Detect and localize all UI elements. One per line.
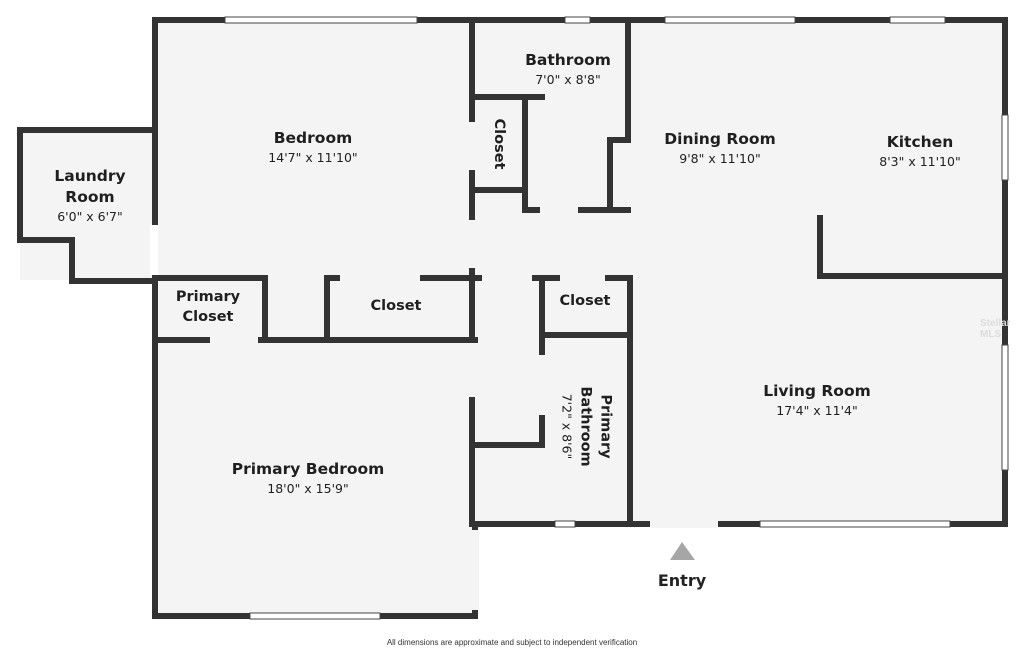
- room-name: Bedroom: [273, 129, 353, 147]
- room-dimensions: 6'0" x 6'7": [57, 209, 123, 224]
- room-dimensions: 7'0" x 8'8": [535, 72, 601, 87]
- room-name: Living Room: [763, 382, 871, 400]
- room-label-kitchen: Kitchen 8'3" x 11'10": [860, 132, 980, 170]
- watermark: Stellar MLS: [980, 318, 1011, 340]
- room-label-primary-bathroom: Primary Bathroom 7'2" x 8'6": [559, 372, 616, 482]
- room-name: Kitchen: [886, 133, 954, 151]
- room-label-closet-right: Closet: [545, 291, 625, 311]
- room-label-primary-bedroom: Primary Bedroom 18'0" x 15'9": [218, 459, 398, 497]
- room-dimensions: 18'0" x 15'9": [267, 481, 349, 496]
- room-label-primary-closet: Primary Closet: [160, 287, 256, 327]
- room-name: Primary Closet: [175, 289, 241, 325]
- room-name: Closet: [370, 298, 422, 314]
- room-name: Laundry Room: [54, 167, 126, 206]
- room-label-bedroom: Bedroom 14'7" x 11'10": [233, 128, 393, 166]
- room-label-closet-mid: Closet: [346, 296, 446, 316]
- room-label-living: Living Room 17'4" x 11'4": [737, 381, 897, 419]
- room-label-laundry: Laundry Room 6'0" x 6'7": [30, 166, 150, 225]
- room-name: Closet: [491, 118, 507, 170]
- room-name: Primary Bathroom: [577, 386, 614, 467]
- room-label-dining: Dining Room 9'8" x 11'10": [640, 129, 800, 167]
- floor-areas: [20, 20, 1005, 616]
- room-name: Bathroom: [525, 51, 611, 69]
- room-name: Primary Bedroom: [231, 460, 385, 478]
- disclaimer: All dimensions are approximate and subje…: [386, 638, 638, 647]
- room-dimensions: 7'2" x 8'6": [559, 393, 575, 460]
- entry-label: Entry: [657, 571, 707, 590]
- room-name: Dining Room: [664, 130, 776, 148]
- room-dimensions: 9'8" x 11'10": [679, 151, 761, 166]
- room-label-bathroom: Bathroom 7'0" x 8'8": [508, 50, 628, 88]
- room-dimensions: 17'4" x 11'4": [776, 403, 858, 418]
- room-dimensions: 14'7" x 11'10": [268, 150, 358, 165]
- room-name: Closet: [559, 293, 611, 309]
- door-openings: [210, 122, 718, 610]
- room-label-bath-closet: Closet: [489, 104, 509, 184]
- windows: [150, 16, 1009, 620]
- room-dimensions: 8'3" x 11'10": [879, 154, 961, 169]
- entry-arrow-icon: [670, 542, 695, 560]
